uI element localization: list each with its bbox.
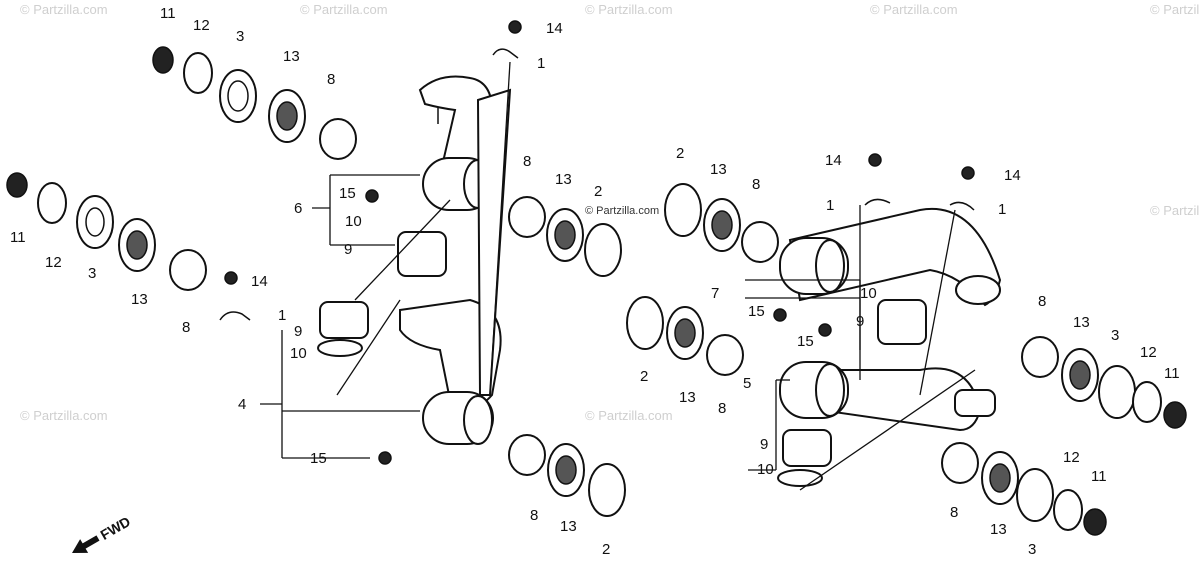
forward-label: FWD	[97, 513, 133, 543]
callouts: 11 12 3 13 8 14 1 15 6 10 9 11 12 3 13 8…	[10, 5, 1180, 558]
watermark: © Partzilla.com	[1150, 203, 1200, 218]
callout: 15	[797, 333, 814, 350]
callout: 8	[530, 507, 538, 524]
callout: 12	[45, 254, 62, 271]
callout: 14	[251, 273, 268, 290]
callout: 1	[537, 55, 545, 72]
watermarks: © Partzilla.com © Partzilla.com © Partzi…	[20, 2, 1200, 423]
callout: 1	[998, 201, 1006, 218]
callout: 3	[1111, 327, 1119, 344]
callout: 3	[88, 265, 96, 282]
callout: 8	[523, 153, 531, 170]
watermark: © Partzilla.com	[20, 2, 108, 17]
callout: 11	[10, 229, 26, 246]
callout: 12	[193, 17, 210, 34]
callout: 10	[290, 345, 307, 362]
right-control-arm	[779, 207, 1002, 432]
callout: 2	[594, 183, 602, 200]
callout: 9	[344, 241, 352, 258]
watermark: © Partzilla.com	[1150, 2, 1200, 17]
callout: 13	[1073, 314, 1090, 331]
callout: 8	[327, 71, 335, 88]
callout: 9	[856, 313, 864, 330]
callout: 10	[345, 213, 362, 230]
watermark: © Partzilla.com	[585, 408, 673, 423]
callout: 13	[560, 518, 577, 535]
callout: 15	[339, 185, 356, 202]
watermark: © Partzilla.com	[870, 2, 958, 17]
callout: 5	[743, 375, 751, 392]
callout: 14	[825, 152, 842, 169]
callout: 13	[131, 291, 148, 308]
leader-lines	[260, 61, 976, 491]
callout: 2	[640, 368, 648, 385]
callout: 12	[1063, 449, 1080, 466]
callout: 8	[182, 319, 190, 336]
callout: 13	[710, 161, 727, 178]
callout: 8	[752, 176, 760, 193]
callout: 9	[294, 323, 302, 340]
callout: 10	[757, 461, 774, 478]
forward-direction-indicator: FWD	[72, 513, 133, 553]
callout: 13	[283, 48, 300, 65]
callout: 13	[990, 521, 1007, 538]
callout: 6	[294, 200, 302, 217]
callout: 7	[711, 285, 719, 302]
callout: 11	[1164, 365, 1180, 382]
callout: 13	[555, 171, 572, 188]
callout: 8	[718, 400, 726, 417]
callout: 9	[760, 436, 768, 453]
callout: 8	[950, 504, 958, 521]
left-steering-knuckle	[399, 75, 512, 445]
callout: 10	[860, 285, 877, 302]
watermark: © Partzilla.com	[20, 408, 108, 423]
callout: 11	[1091, 468, 1107, 485]
watermark: © Partzilla.com	[585, 2, 673, 17]
callout: 2	[602, 541, 610, 558]
callout: 3	[236, 28, 244, 45]
callout: 14	[1004, 167, 1021, 184]
forward-arrow-icon	[72, 535, 100, 553]
callout: 15	[748, 303, 765, 320]
watermark: © Partzilla.com	[300, 2, 388, 17]
callout: 11	[160, 5, 176, 22]
callout: 2	[676, 145, 684, 162]
callout: 8	[1038, 293, 1046, 310]
callout: 4	[238, 396, 246, 413]
callout: 12	[1140, 344, 1157, 361]
callout: 13	[679, 389, 696, 406]
callout: 15	[310, 450, 327, 467]
callout: 3	[1028, 541, 1036, 558]
bearings-and-seals	[6, 20, 1187, 536]
center-watermark: © Partzilla.com	[585, 205, 659, 217]
callout: 14	[546, 20, 563, 37]
callout: 1	[278, 307, 286, 324]
callout: 1	[826, 197, 834, 214]
